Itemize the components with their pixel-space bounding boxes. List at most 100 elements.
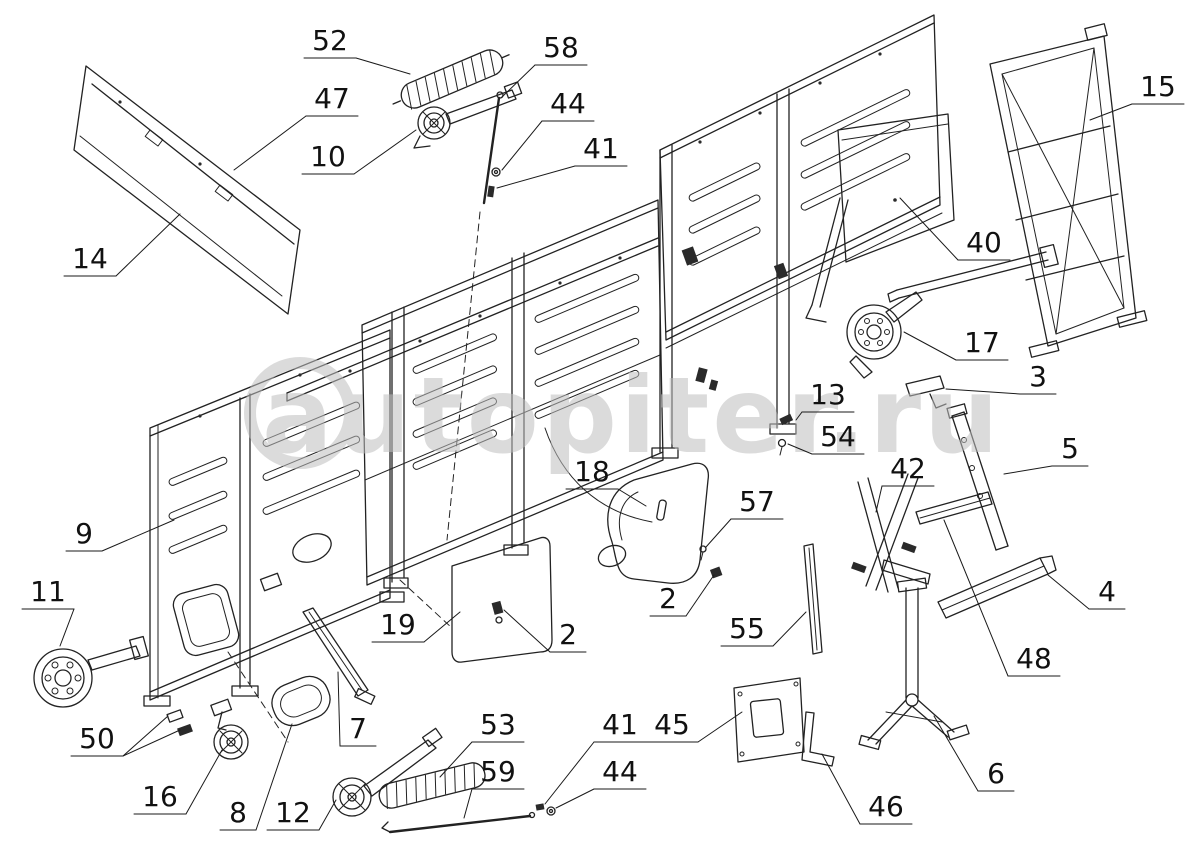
callout-leader-5 [1003, 465, 1053, 475]
part-number-3: 3 [1029, 360, 1047, 393]
part-number-7: 7 [349, 712, 367, 745]
part-number-11: 11 [30, 575, 66, 608]
latch-16 [210, 698, 249, 760]
part-number-2: 2 [659, 582, 677, 615]
callout-leader-42 [875, 485, 883, 513]
callout-leader-18 [617, 488, 647, 507]
bracket-3 [905, 375, 947, 409]
callout-leader-45 [697, 711, 743, 743]
right-wall [651, 14, 943, 459]
latch-10 [413, 81, 523, 149]
callout-leader-13 [795, 411, 803, 421]
clips-50 [166, 709, 193, 737]
part-number-8: 8 [229, 796, 247, 829]
part-number-16: 16 [142, 780, 178, 813]
watermark-text: autopiter.ru [262, 355, 1002, 477]
callout-leader-16 [185, 749, 223, 815]
part-number-57: 57 [739, 485, 775, 518]
callout-leader-48 [943, 519, 1009, 677]
support-42 [851, 473, 931, 593]
frame-15 [989, 23, 1148, 358]
part-number-41: 41 [583, 132, 619, 165]
panel-45 [733, 677, 805, 763]
part-number-58: 58 [543, 31, 579, 64]
callout-leader-6 [933, 715, 979, 792]
part-number-44: 44 [602, 755, 638, 788]
cross-beam [887, 243, 1059, 303]
part-number-12: 12 [275, 796, 311, 829]
callout-leader-46 [821, 753, 861, 825]
callout-leader-4 [1047, 574, 1090, 610]
part-number-55: 55 [729, 612, 765, 645]
pin-41 [487, 185, 495, 198]
part-number-45: 45 [654, 708, 690, 741]
callout-leader-7 [337, 671, 341, 747]
watermark: autopiter.ru [244, 355, 1002, 477]
callout-leader-57 [705, 518, 732, 548]
part-number-14: 14 [72, 242, 108, 275]
part-number-54: 54 [820, 420, 856, 453]
callout-leader-8 [255, 723, 293, 831]
callout-leader-59 [463, 788, 473, 819]
spring-52 [392, 49, 510, 110]
pin-54 [777, 438, 787, 456]
clip-2 [709, 566, 723, 579]
part-number-48: 48 [1016, 642, 1052, 675]
callout-leader-9 [101, 519, 175, 552]
callout-leader-17 [903, 331, 957, 361]
stand-6 [858, 577, 970, 751]
part-number-19: 19 [380, 608, 416, 641]
part-number-44: 44 [550, 87, 586, 120]
callout-leader-53 [439, 741, 473, 778]
callout-leader-50 [122, 715, 169, 757]
panel-40 [805, 113, 955, 323]
strip-55 [803, 543, 823, 655]
nut-44b [546, 806, 556, 816]
callout-leader-12 [318, 799, 337, 831]
part-number-47: 47 [314, 82, 350, 115]
callout-leader-47 [233, 115, 307, 171]
callout-leader-41 [544, 741, 595, 805]
callout-leader-11 [59, 608, 75, 647]
callout-leader-44 [555, 788, 595, 809]
part-number-17: 17 [964, 326, 1000, 359]
callout-leader-41 [496, 165, 576, 189]
callout-leader-55 [772, 611, 807, 647]
projection-lines [227, 211, 481, 743]
bolt-57 [699, 545, 707, 561]
part-number-42: 42 [890, 452, 926, 485]
hinge-13 [779, 413, 794, 426]
part-number-41: 41 [602, 708, 638, 741]
spring-53 [378, 762, 486, 809]
part-number-46: 46 [868, 790, 904, 823]
plate-48 [915, 491, 993, 525]
washer-44 [491, 167, 501, 177]
middle-panels [361, 199, 664, 589]
part-number-10: 10 [310, 140, 346, 173]
wheel-bracket-17 [846, 291, 923, 379]
callout-leader-52 [355, 57, 411, 75]
callout-leader-2 [503, 609, 551, 653]
callout-leader-58 [501, 64, 536, 98]
gasket-8 [271, 675, 331, 727]
part-number-13: 13 [810, 378, 846, 411]
part-number-6: 6 [987, 757, 1005, 790]
post-5 [946, 403, 1009, 551]
callout-leader-10 [353, 129, 417, 175]
callout-leader-44 [501, 120, 543, 171]
board-14 [73, 65, 301, 315]
lever-12 [332, 727, 443, 817]
panel-19 [451, 536, 553, 663]
bracket-46 [801, 711, 835, 767]
arm-7 [259, 572, 376, 705]
part-number-5: 5 [1061, 432, 1079, 465]
part-number-18: 18 [574, 455, 610, 488]
callout-leader-3 [945, 388, 1021, 395]
part-number-4: 4 [1098, 575, 1116, 608]
bracket-4 [937, 555, 1057, 619]
part-number-40: 40 [966, 226, 1002, 259]
callout-leader-50 [122, 729, 181, 757]
